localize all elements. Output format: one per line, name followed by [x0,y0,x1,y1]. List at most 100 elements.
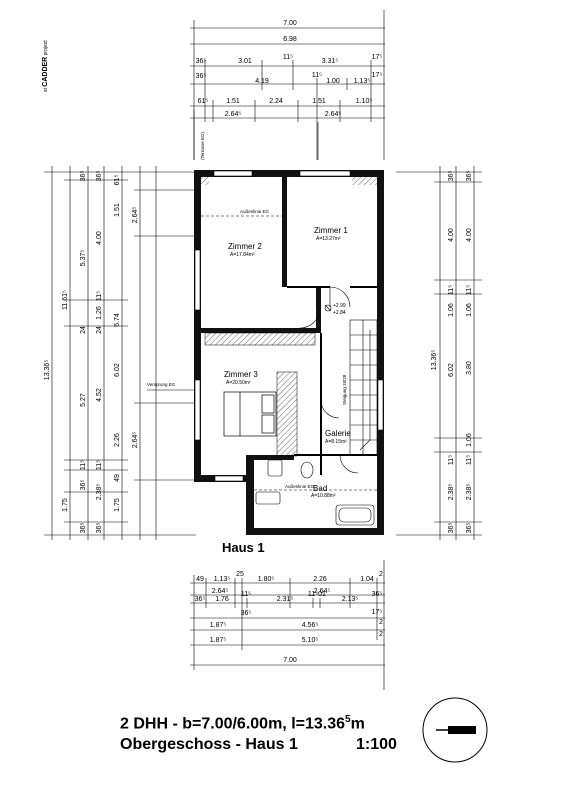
dim-label: 2.64⁵ [212,588,229,595]
dim-label: 17⁵ [372,72,383,79]
bottom-dimension-labels: 49 1.13⁵ 25 1.80⁵ 2.26 1.04 2 2.64⁵ 2.64… [195,571,383,664]
dim-label: 36⁵ [80,480,87,491]
dim-label: 1.13⁵ [354,78,371,85]
dim-label: 11⁵ [466,285,473,295]
title-main: 2 DHH - b=7.00/6.00m, l=13.36 [120,715,346,733]
dim-label: 17⁵ [372,609,383,616]
dim-label: 36⁵ [241,610,252,617]
top-dimensions [190,10,385,160]
room-labels: Zimmer 1 A=13.27m² Zimmer 2 A=17.84m² Zi… [224,226,351,499]
dim-label: 36⁵ [466,171,473,182]
dim-label: 17⁵ [372,54,383,61]
dim-label: 36⁵ [195,596,206,603]
right-dimensions [396,166,482,540]
left-dimensions [44,166,196,540]
dim-label: 4.00 [466,228,473,242]
dim-label: 1.06 [466,303,473,317]
dim-label: 25 [236,571,244,578]
dim-label: 4.56⁵ [302,622,319,629]
closet-hatch [276,371,298,457]
dim-label: 1.51 [114,203,121,217]
bathroom-fixtures [255,459,375,526]
dim-label: 1.26 [96,306,103,320]
room-area-galerie: A=8.15m² [325,439,347,445]
dim-label: 36⁵ [80,523,87,534]
room-area-zimmer-1: A=13.27m² [316,236,341,242]
dim-label: 2.38⁵ [96,484,103,501]
room-name-zimmer-1: Zimmer 1 [314,226,348,235]
dim-label: 1.75 [62,498,69,512]
corner-hatch [352,177,377,185]
dim-label: 3.80 [466,361,473,375]
dim-bottom-total: 7.00 [283,657,297,664]
dim-label: 36⁵ [448,171,455,182]
dim-label: 4.00 [96,231,103,245]
scale-label: 1:100 [356,736,397,753]
dim-label: 2 [379,571,383,578]
dim-label: 49 [114,474,121,482]
title-line-1: 2 DHH - b=7.00/6.00m, l=13.365m [120,714,365,733]
room-name-zimmer-2: Zimmer 2 [228,242,262,251]
dim-label: 5.10⁵ [302,637,319,644]
dim-label: 11⁵ [283,54,293,61]
dim-label: 11.61⁵ [62,290,69,310]
bottom-dimensions [190,560,385,690]
dim-label: 2.64⁵ [132,207,139,224]
dim-label: 36⁵ [96,171,103,182]
left-dimension-labels: 13.36⁵ 11.61⁵ 1.75 36⁵ 5.37⁵ 24 5.27 11⁵… [44,171,139,534]
dim-label: 1.75 [114,498,121,512]
dim-label: 2.31⁵ [277,596,294,603]
terrace-note: (Terrasse EG) [200,131,205,160]
dim-label: 11⁵ [308,591,318,598]
dim-label: 2.64⁵ [225,111,242,118]
dim-label: 11⁵ [80,460,87,470]
dim-label: 4.19 [255,78,269,85]
title-superscript: 5 [345,714,351,725]
dim-label: 2.64⁵ [314,588,331,595]
level-marker: +2.99 +2.84 [324,303,346,316]
dim-label: 2.64⁵ [132,432,139,449]
dim-label: 2.13⁵ [342,596,359,603]
dim-label: 1.06 [466,433,473,447]
dim-label: 5.27 [80,393,87,407]
room-area-bad: A=10.88m² [311,493,336,499]
dim-label: 36⁵ [196,58,207,65]
dim-label: 49 [196,576,204,583]
dim-label: 2 [379,631,383,638]
staircase [349,319,378,456]
level-upper: +2.99 [333,303,346,309]
dim-label: 36⁵ [372,591,383,598]
stair-note: Steigung 18/28 [342,374,347,405]
room-name-galerie: Galerie [325,429,351,438]
room-name-zimmer-3: Zimmer 3 [224,370,258,379]
north-arrow-icon [422,697,488,763]
dim-label: 61⁵ [114,175,121,186]
dim-label: 1.10⁵ [356,98,373,105]
dim-label: 5.37⁵ [80,250,87,267]
dim-label: 3.01 [238,58,252,65]
dim-label: 24 [80,326,87,334]
dim-label: 11⁵ [312,72,322,79]
dim-label: 1.04 [360,576,374,583]
dim-label: 1.87⁵ [210,622,227,629]
doors [299,286,359,474]
dim-label: 01 [318,591,326,598]
dim-label: 36⁵ [96,523,103,534]
dim-label: 11⁵ [448,285,455,295]
dim-label: 2.64⁵ [325,111,342,118]
dim-label: 36⁵ [466,523,473,534]
right-dimension-labels: 13.36⁵ 36⁵ 4.00 11⁵ 1.06 6.02 11⁵ 2.38⁵ … [431,171,473,534]
dim-right-total: 13.36⁵ [431,350,438,371]
versprung-note: Versprung EG [147,382,176,387]
dim-label: 36⁵ [80,171,87,182]
dim-label: 1.06 [448,303,455,317]
dim-label: 3.31⁵ [322,58,339,65]
dim-label: 1.00 [326,78,340,85]
room-area-zimmer-3: A=20.50m² [226,380,251,386]
dim-label: 6.02 [114,363,121,377]
room-name-bad: Bad [313,484,327,493]
dim-label: 2 [379,619,383,626]
dim-label: 24 [96,326,103,334]
dim-label: 4.52 [96,388,103,402]
